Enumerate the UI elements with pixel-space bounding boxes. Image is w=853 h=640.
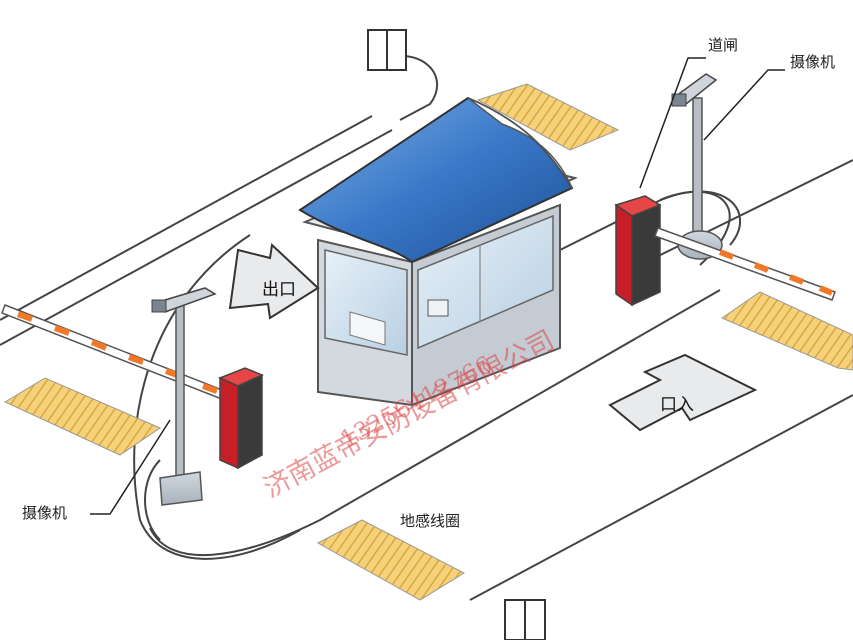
label-barrier-gate: 道闸 bbox=[708, 36, 738, 54]
entrance-label: 口入 bbox=[660, 395, 694, 415]
ground-loop-pad bbox=[316, 519, 466, 601]
left-gate-box bbox=[218, 367, 264, 470]
top-marker bbox=[367, 29, 407, 71]
exit-arrow: 出口 bbox=[228, 242, 320, 320]
booth-monitor bbox=[427, 299, 449, 317]
left-camera-pole bbox=[151, 287, 217, 506]
label-ground-loop: 地感线圈 bbox=[400, 512, 460, 530]
right-gate-box bbox=[614, 195, 662, 307]
right-camera-pole bbox=[671, 73, 723, 260]
leader-lines bbox=[90, 57, 785, 515]
ground-loop-pad bbox=[476, 83, 620, 151]
booth-window bbox=[324, 249, 408, 356]
exit-label: 出口 bbox=[262, 280, 296, 300]
ground-loop-pad bbox=[3, 377, 162, 456]
label-camera-bottom-left: 摄像机 bbox=[22, 504, 67, 522]
entrance-arrow: 口入 bbox=[608, 353, 758, 432]
right-barrier-arm bbox=[654, 227, 836, 301]
ground-loop-pads bbox=[3, 83, 853, 601]
label-camera-top-right: 摄像机 bbox=[790, 53, 835, 71]
booth-window bbox=[417, 214, 554, 350]
ground-loop-pad bbox=[720, 291, 853, 371]
bottom-marker bbox=[504, 599, 546, 640]
guard-booth bbox=[298, 96, 579, 407]
